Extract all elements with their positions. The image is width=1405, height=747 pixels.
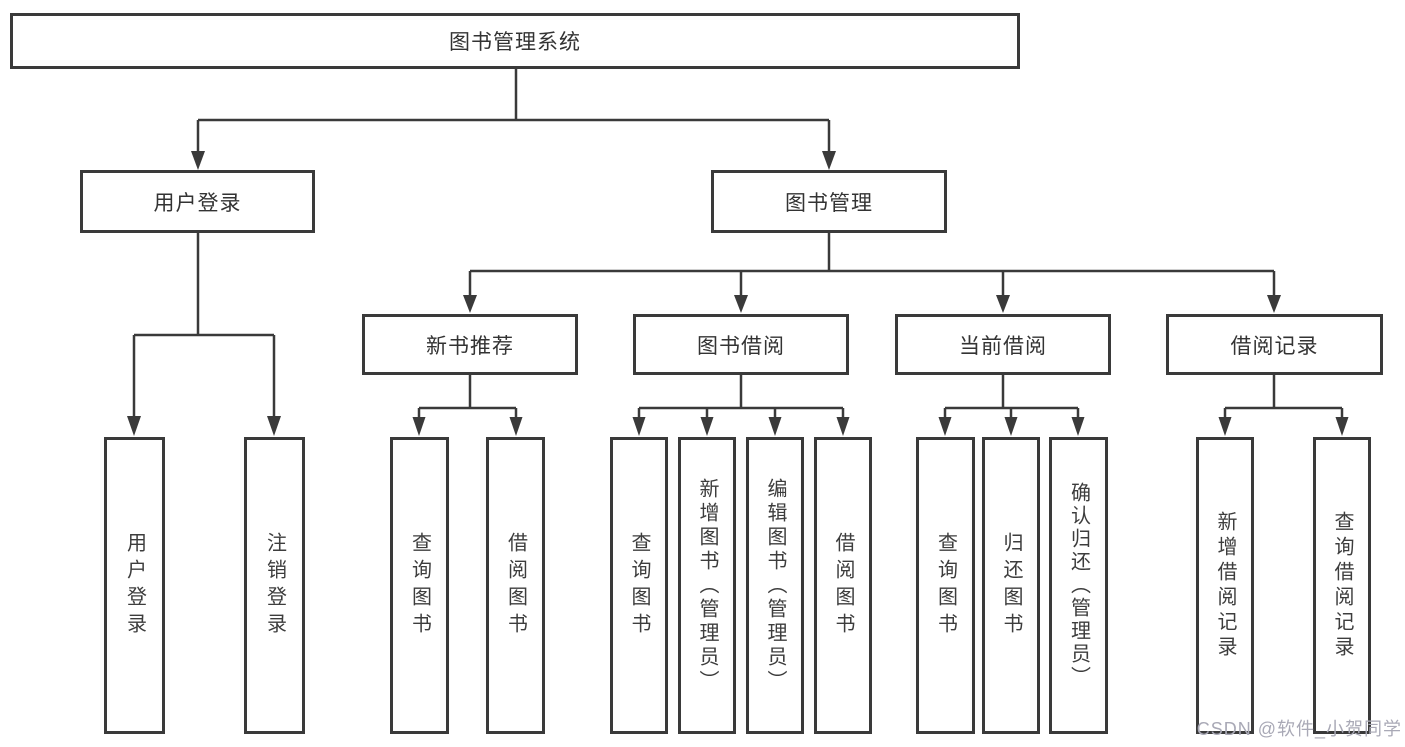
leaf-query-books-recommend: 查询图书 — [390, 437, 449, 734]
node-book-management: 图书管理 — [711, 170, 947, 233]
leaf-query-books-current: 查询图书 — [916, 437, 975, 734]
arrowhead-icons — [127, 151, 1349, 436]
leaf-borrow-books: 借阅图书 — [814, 437, 872, 734]
leaf-edit-books-admin: 编辑图书（管理员） — [746, 437, 804, 734]
node-new-book-recommend: 新书推荐 — [362, 314, 578, 375]
leaf-logout: 注销登录 — [244, 437, 305, 734]
node-root: 图书管理系统 — [10, 13, 1020, 69]
csdn-watermark: CSDN @软件_小贺同学 — [1196, 719, 1402, 739]
node-user-login: 用户登录 — [80, 170, 315, 233]
leaf-borrow-books-recommend: 借阅图书 — [486, 437, 545, 734]
leaf-add-books-admin: 新增图书（管理员） — [678, 437, 736, 734]
node-current-borrow: 当前借阅 — [895, 314, 1111, 375]
leaf-add-borrow-record: 新增借阅记录 — [1196, 437, 1254, 734]
leaf-user-login: 用户登录 — [104, 437, 165, 734]
leaf-query-books-borrow: 查询图书 — [610, 437, 668, 734]
leaf-query-borrow-record: 查询借阅记录 — [1313, 437, 1371, 734]
leaf-confirm-return-admin: 确认归还（管理员） — [1049, 437, 1108, 734]
leaf-return-books: 归还图书 — [982, 437, 1040, 734]
node-book-borrow: 图书借阅 — [633, 314, 849, 375]
node-borrow-records: 借阅记录 — [1166, 314, 1383, 375]
